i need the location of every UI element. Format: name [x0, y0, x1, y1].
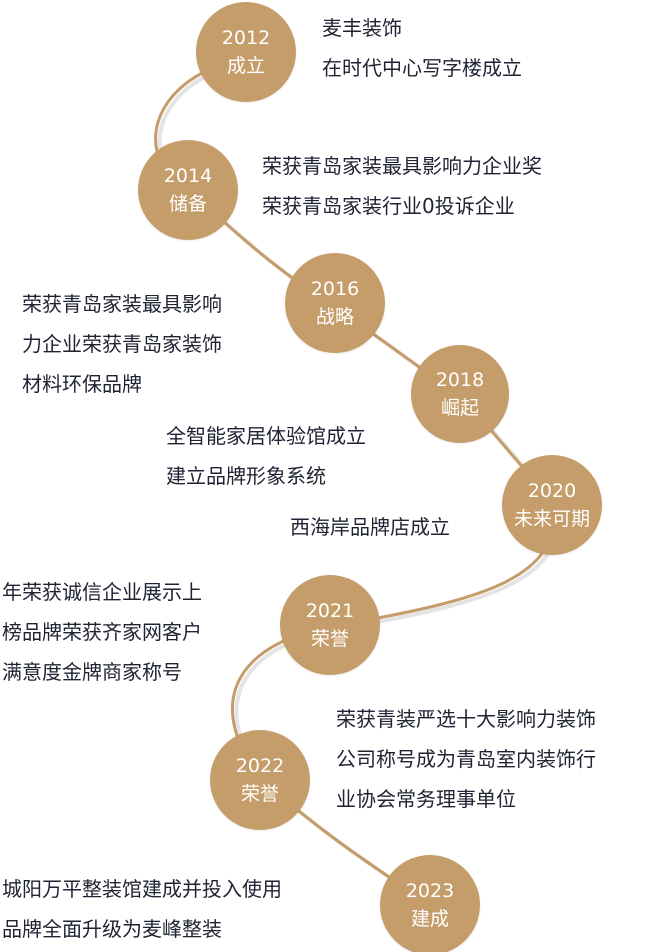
desc-line: 品牌全面升级为麦峰整装 [2, 917, 222, 941]
milestone-desc-2014: 荣获青岛家装最具影响力企业奖荣获青岛家装行业0投诉企业 [262, 146, 542, 226]
tag: 崛起 [440, 397, 479, 419]
tag: 战略 [315, 306, 354, 328]
desc-line: 荣获青岛家装最具影响力企业奖 [262, 154, 542, 178]
tag: 未来可期 [513, 508, 590, 530]
desc-line: 荣获青岛家装行业0投诉企业 [262, 194, 515, 218]
milestone-node-2023: 2023 建成 [380, 855, 480, 952]
desc-line: 全智能家居体验馆成立 [166, 424, 366, 448]
milestone-desc-2021: 年荣获诚信企业展示上榜品牌荣获齐家网客户满意度金牌商家称号 [2, 572, 202, 692]
desc-line: 在时代中心写字楼成立 [322, 56, 522, 80]
year: 2016 [310, 278, 360, 300]
desc-line: 满意度金牌商家称号 [2, 660, 182, 684]
tag: 建成 [410, 908, 449, 930]
desc-line: 麦丰装饰 [322, 16, 402, 40]
milestone-desc-2023: 城阳万平整装馆建成并投入使用品牌全面升级为麦峰整装 [2, 869, 282, 949]
desc-line: 荣获青装严选十大影响力装饰 [336, 707, 596, 731]
tag: 储备 [168, 193, 207, 215]
desc-line: 业协会常务理事单位 [336, 787, 516, 811]
desc-line: 建立品牌形象系统 [166, 464, 326, 488]
desc-line: 年荣获诚信企业展示上 [2, 580, 202, 604]
year: 2022 [235, 755, 285, 777]
milestone-node-2012: 2012 成立 [196, 2, 296, 102]
milestone-desc-2022: 荣获青装严选十大影响力装饰公司称号成为青岛室内装饰行业协会常务理事单位 [336, 699, 596, 819]
desc-line: 榜品牌荣获齐家网客户 [2, 620, 202, 644]
milestone-node-2021: 2021 荣誉 [280, 575, 380, 675]
year: 2014 [163, 165, 213, 187]
desc-line: 城阳万平整装馆建成并投入使用 [2, 877, 282, 901]
desc-line: 材料环保品牌 [22, 372, 142, 396]
year: 2020 [527, 480, 577, 502]
year: 2023 [405, 880, 455, 902]
desc-line: 公司称号成为青岛室内装饰行 [336, 747, 596, 771]
tag: 成立 [226, 55, 265, 77]
milestone-node-2022: 2022 荣誉 [210, 730, 310, 830]
milestone-desc-2018: 全智能家居体验馆成立建立品牌形象系统 [166, 416, 366, 496]
milestone-node-2014: 2014 储备 [138, 140, 238, 240]
year: 2012 [221, 27, 271, 49]
milestone-desc-2016: 荣获青岛家装最具影响力企业荣获青岛家装饰材料环保品牌 [22, 284, 222, 404]
desc-line: 荣获青岛家装最具影响 [22, 292, 222, 316]
milestone-node-2016: 2016 战略 [285, 253, 385, 353]
tag: 荣誉 [240, 783, 279, 805]
milestone-desc-2020: 西海岸品牌店成立 [290, 507, 450, 547]
desc-line: 力企业荣获青岛家装饰 [22, 332, 222, 356]
year: 2018 [435, 369, 485, 391]
desc-line: 西海岸品牌店成立 [290, 515, 450, 539]
milestone-node-2018: 2018 崛起 [411, 345, 509, 443]
year: 2021 [305, 600, 355, 622]
milestone-desc-2012: 麦丰装饰在时代中心写字楼成立 [322, 8, 522, 88]
milestone-node-2020: 2020 未来可期 [502, 455, 602, 555]
tag: 荣誉 [310, 628, 349, 650]
